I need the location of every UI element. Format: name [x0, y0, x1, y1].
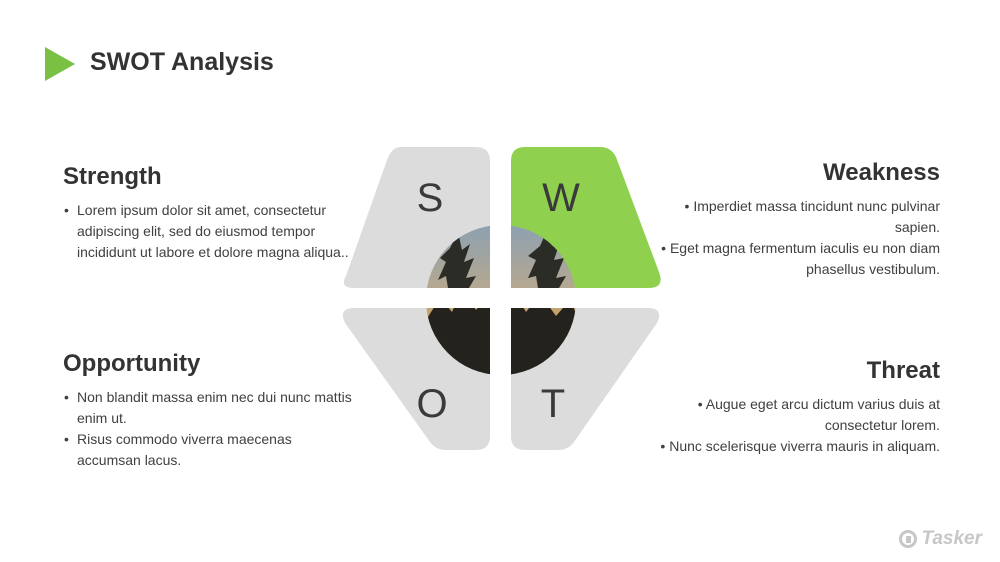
weakness-bullet-1: Imperdiet massa tincidunt nunc pulvinar … [650, 196, 940, 238]
watermark-text: Tasker [921, 528, 982, 549]
strength-bullets: Lorem ipsum dolor sit amet, consectetur … [63, 200, 353, 263]
quadrant-t-letter: T [541, 382, 565, 426]
threat-bullet-1: Augue eget arcu dictum varius duis at co… [650, 394, 940, 436]
opportunity-bullet-2: Risus commodo viverra maecenas accumsan … [63, 429, 353, 471]
title-triangle-icon [45, 47, 75, 81]
threat-bullet-2: Nunc scelerisque viverra mauris in aliqu… [650, 436, 940, 457]
quadrant-s-letter: S [417, 176, 444, 220]
threat-heading: Threat [866, 357, 940, 384]
opportunity-bullet-1: Non blandit massa enim nec dui nunc matt… [63, 387, 353, 429]
strength-bullet-1: Lorem ipsum dolor sit amet, consectetur … [63, 200, 353, 263]
strength-heading: Strength [63, 163, 162, 190]
strength-section: Strength Lorem ipsum dolor sit amet, con… [63, 162, 353, 263]
weakness-bullet-2: Eget magna fermentum iaculis eu non diam… [650, 238, 940, 280]
quadrant-o-letter: O [416, 382, 447, 426]
threat-section: Threat Augue eget arcu dictum varius dui… [650, 356, 940, 457]
weakness-heading: Weakness [823, 159, 940, 186]
weakness-section: Weakness Imperdiet massa tincidunt nunc … [650, 158, 940, 280]
quadrant-w-letter: W [542, 176, 580, 220]
threat-bullets: Augue eget arcu dictum varius duis at co… [650, 394, 940, 457]
page-title: SWOT Analysis [90, 48, 274, 76]
opportunity-heading: Opportunity [63, 350, 201, 377]
watermark: Tasker [899, 528, 982, 550]
opportunity-bullets: Non blandit massa enim nec dui nunc matt… [63, 387, 353, 471]
weakness-bullets: Imperdiet massa tincidunt nunc pulvinar … [650, 196, 940, 280]
tasker-logo-icon [899, 530, 918, 548]
opportunity-section: Opportunity Non blandit massa enim nec d… [63, 349, 353, 471]
